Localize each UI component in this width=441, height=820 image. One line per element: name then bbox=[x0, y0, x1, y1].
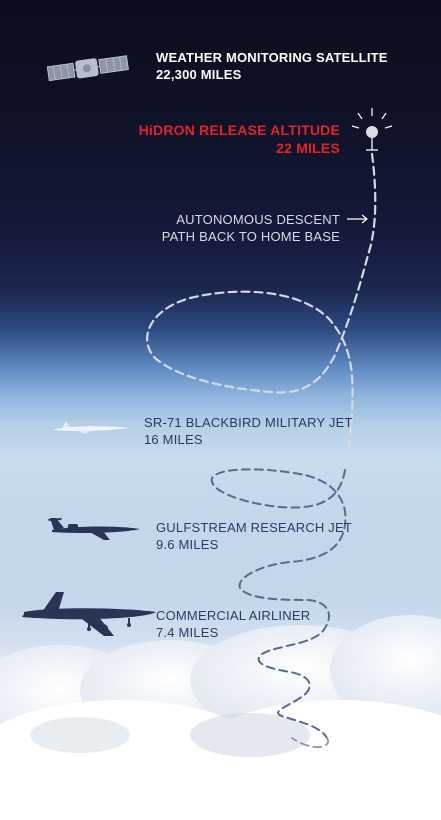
descent-path bbox=[146, 152, 377, 748]
blackbird-name: SR-71 BLACKBIRD MILITARY JET bbox=[144, 415, 353, 430]
descent-pointer-arrow bbox=[347, 214, 368, 224]
satellite-icon bbox=[46, 55, 129, 82]
gulfstream-label: GULFSTREAM RESEARCH JET 9.6 MILES bbox=[156, 519, 352, 553]
airliner-altitude: 7.4 MILES bbox=[156, 625, 219, 640]
gulfstream-icon bbox=[48, 518, 140, 540]
gulfstream-altitude: 9.6 MILES bbox=[156, 537, 219, 552]
descent-line1: AUTONOMOUS DESCENT bbox=[176, 212, 340, 227]
airliner-icon bbox=[22, 592, 156, 636]
satellite-label: WEATHER MONITORING SATELLITE 22,300 MILE… bbox=[156, 49, 388, 83]
airliner-name: COMMERCIAL AIRLINER bbox=[156, 608, 311, 623]
release-label: HiDRON RELEASE ALTITUDE 22 MILES bbox=[100, 121, 340, 157]
satellite-name: WEATHER MONITORING SATELLITE bbox=[156, 50, 388, 65]
blackbird-altitude: 16 MILES bbox=[144, 432, 203, 447]
blackbird-label: SR-71 BLACKBIRD MILITARY JET 16 MILES bbox=[144, 414, 353, 448]
sr71-icon bbox=[54, 421, 130, 434]
release-title: HiDRON RELEASE ALTITUDE bbox=[138, 122, 340, 138]
balloon-icon bbox=[351, 108, 393, 151]
descent-label: AUTONOMOUS DESCENT PATH BACK TO HOME BAS… bbox=[110, 211, 340, 245]
release-altitude: 22 MILES bbox=[276, 140, 340, 156]
descent-line2: PATH BACK TO HOME BASE bbox=[161, 229, 340, 244]
gulfstream-name: GULFSTREAM RESEARCH JET bbox=[156, 520, 353, 535]
airliner-label: COMMERCIAL AIRLINER 7.4 MILES bbox=[156, 607, 310, 641]
satellite-altitude: 22,300 MILES bbox=[156, 67, 242, 82]
